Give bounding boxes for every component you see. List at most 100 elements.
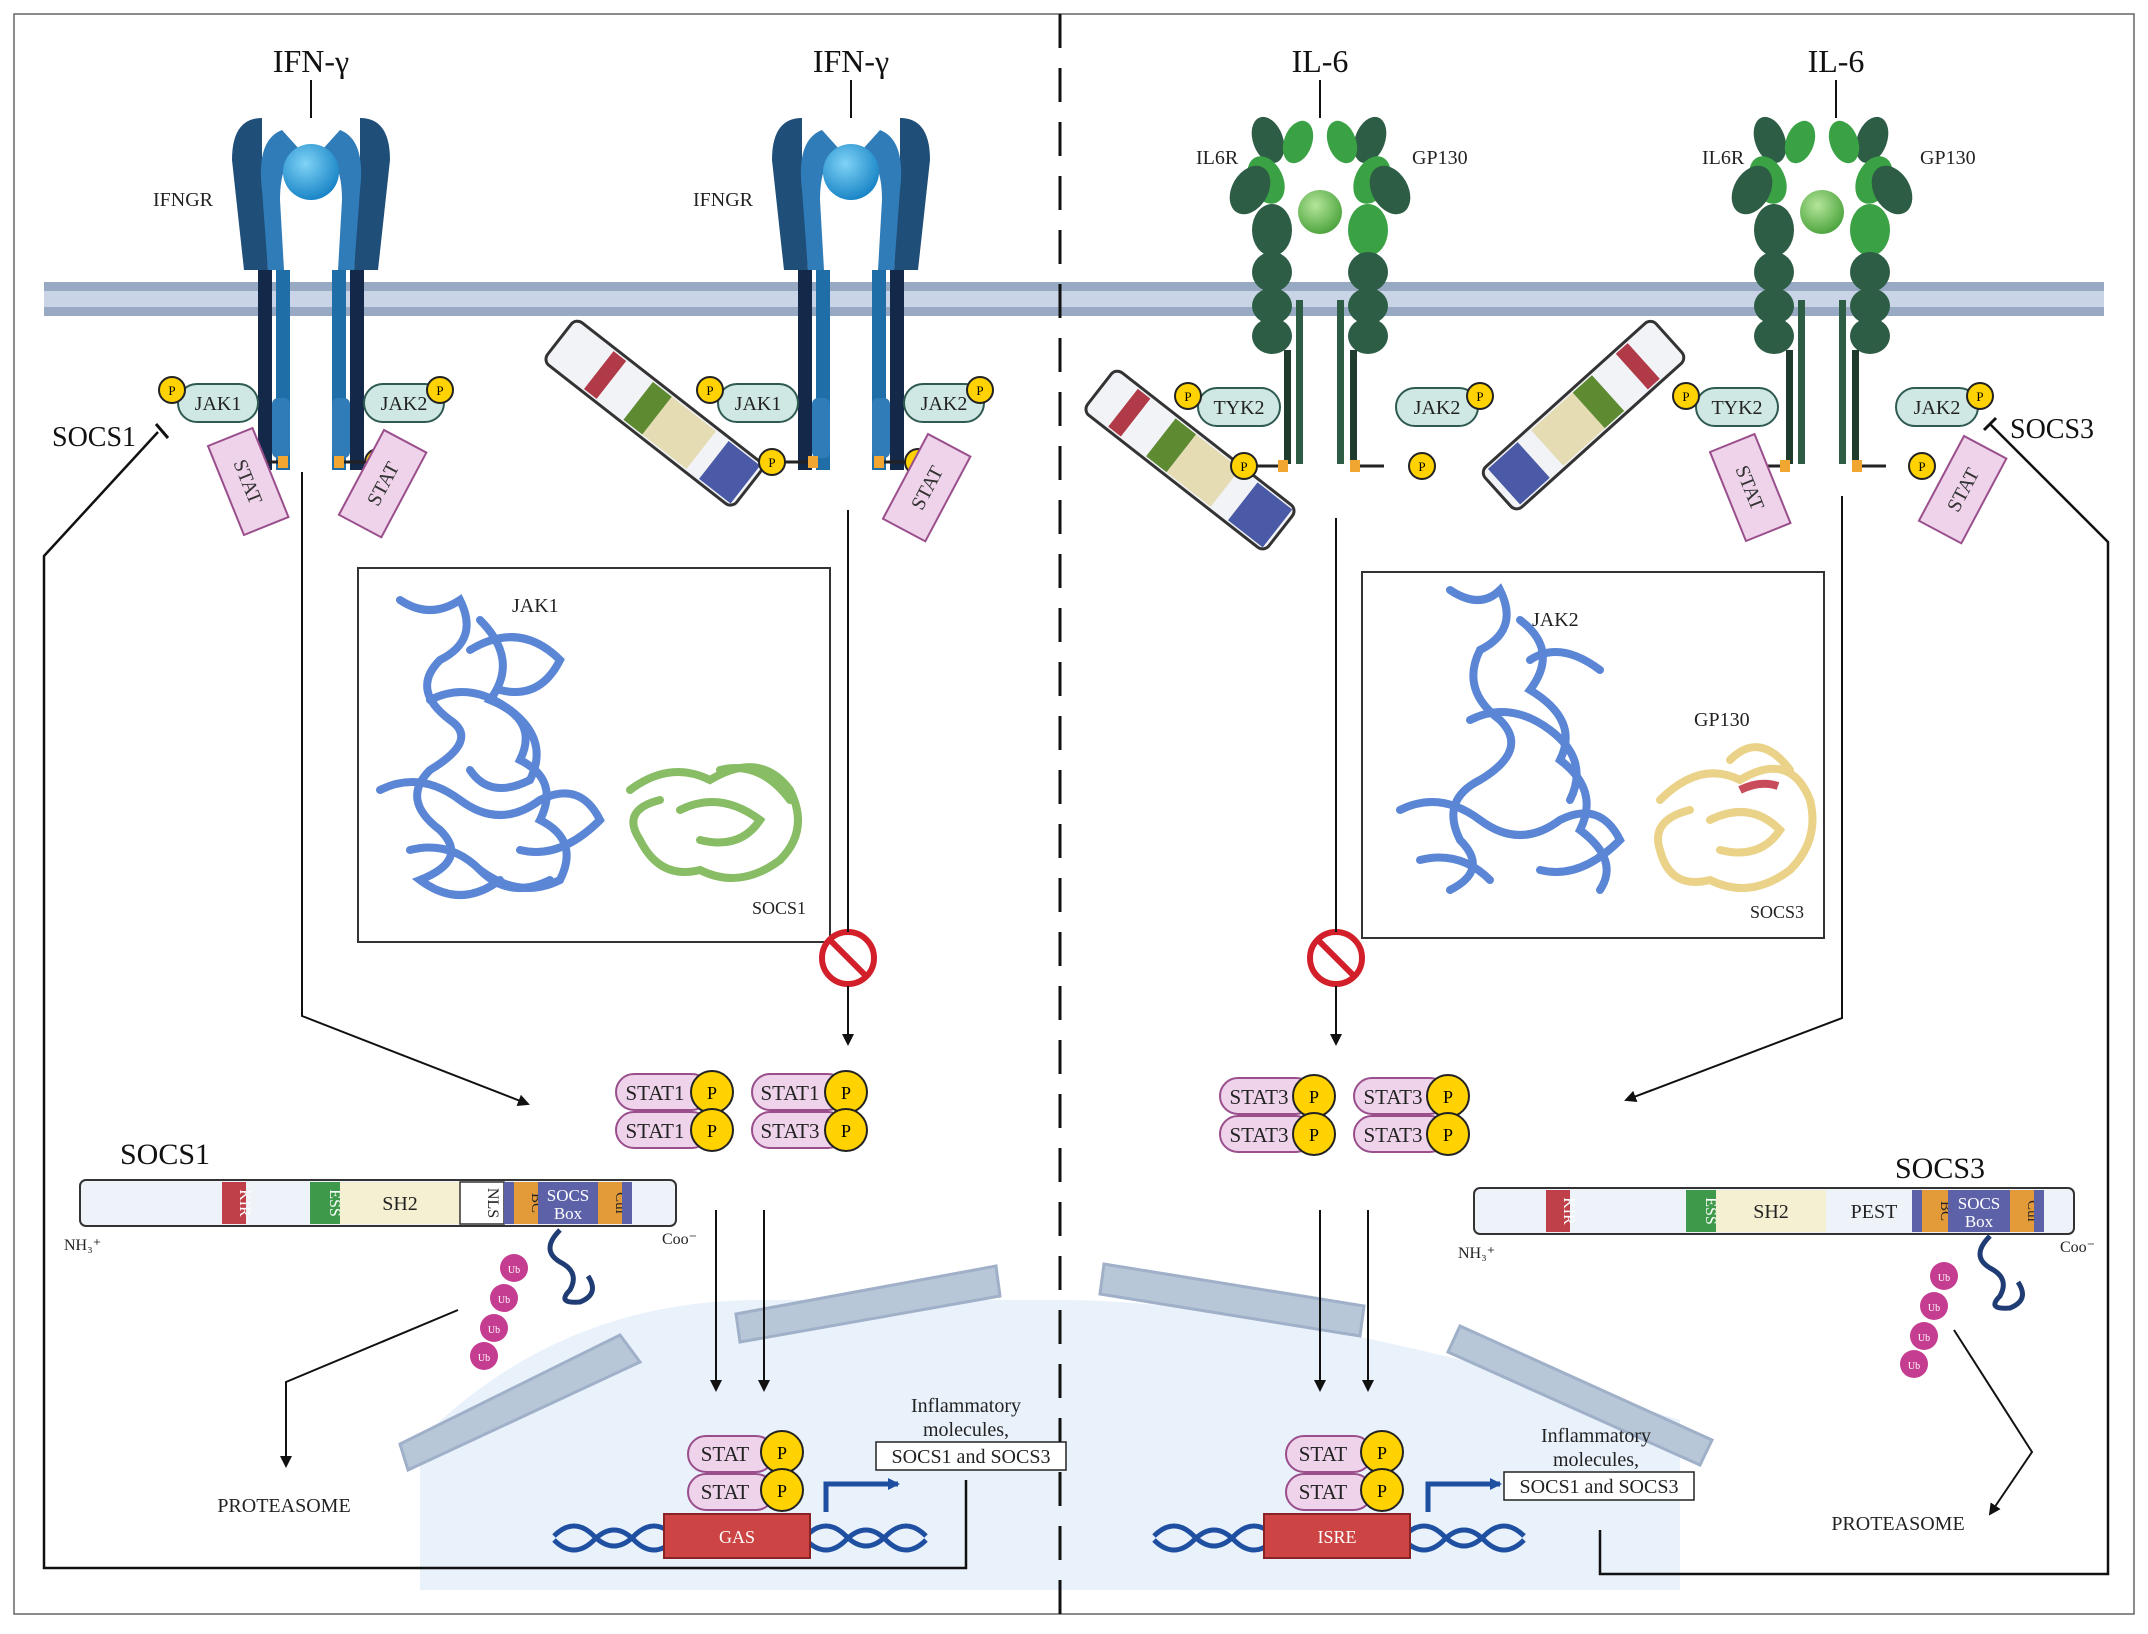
svg-text:P: P xyxy=(1682,389,1689,404)
svg-text:Ub: Ub xyxy=(488,1325,500,1336)
stat-tag: STAT xyxy=(881,432,972,543)
svg-text:STAT3: STAT3 xyxy=(1364,1123,1423,1147)
ifn-gamma-ligand xyxy=(283,144,339,200)
receptor-label: IFNGR xyxy=(693,189,754,211)
kinase-left-b: JAK2 P xyxy=(363,376,454,423)
signal-arrows xyxy=(301,472,1843,1392)
svg-text:SH2: SH2 xyxy=(1753,1201,1789,1223)
svg-text:Ub: Ub xyxy=(508,1265,520,1276)
svg-text:P: P xyxy=(1377,1481,1387,1501)
svg-text:molecules,: molecules, xyxy=(1553,1449,1639,1471)
svg-text:Ub: Ub xyxy=(1918,1333,1930,1344)
svg-text:KIR: KIR xyxy=(236,1189,253,1217)
figure-frame xyxy=(13,13,2135,1615)
stat-tag: STAT xyxy=(206,426,290,537)
receptor-label: IL6R xyxy=(1196,147,1239,169)
svg-text:KIR: KIR xyxy=(1560,1197,1577,1225)
receptor-label: IFNGR xyxy=(153,189,214,211)
no-symbol-left xyxy=(819,929,877,987)
svg-text:P: P xyxy=(707,1083,717,1103)
ligand-label: IL-6 xyxy=(1292,43,1349,79)
dna-strand xyxy=(804,1523,928,1553)
svg-text:STAT1: STAT1 xyxy=(626,1119,685,1143)
receptor-label: GP130 xyxy=(1920,147,1976,169)
svg-text:SOCS: SOCS xyxy=(1958,1194,2001,1213)
svg-text:P: P xyxy=(1184,389,1191,404)
domain-map-title: SOCS1 xyxy=(120,1138,210,1171)
svg-text:NLS: NLS xyxy=(484,1188,501,1218)
phospho-site xyxy=(158,376,186,404)
svg-text:P: P xyxy=(1976,389,1983,404)
svg-text:Box: Box xyxy=(1965,1212,1994,1231)
svg-text:P: P xyxy=(768,455,775,470)
socs3-bound-bar-left xyxy=(1084,369,1296,551)
nuclear-complex-left: STAT P STAT P GAS Inflammatory molecules… xyxy=(552,1395,1067,1559)
receptor-phospho-sites: P P P P P P P P xyxy=(220,448,1936,480)
svg-text:Inflammatory: Inflammatory xyxy=(1541,1425,1651,1447)
stat-tag: STAT xyxy=(1708,432,1792,543)
phospho-site xyxy=(966,376,994,404)
svg-text:STAT: STAT xyxy=(701,1442,750,1466)
domain-map-title: SOCS3 xyxy=(1895,1152,1985,1185)
svg-text:P: P xyxy=(706,383,713,398)
svg-text:Box: Box xyxy=(554,1204,583,1223)
ifn-gamma-ligand xyxy=(823,144,879,200)
socs1-bound-bar xyxy=(544,319,764,507)
svg-text:ISRE: ISRE xyxy=(1317,1527,1356,1547)
il6-receptor-complex-b xyxy=(1731,116,1913,464)
ligand-label: IFN-γ xyxy=(273,43,349,79)
socs1-label: SOCS1 xyxy=(52,422,136,453)
socs1-feedback-line xyxy=(42,431,968,1570)
kinase-right-c: TYK2 P xyxy=(1672,382,1779,427)
svg-text:Ub: Ub xyxy=(478,1353,490,1364)
kinase-left-a: JAK1 P xyxy=(158,376,259,423)
svg-text:Ub: Ub xyxy=(1938,1273,1950,1284)
svg-text:JAK2: JAK2 xyxy=(921,393,968,415)
output-box-text: SOCS1 and SOCS3 xyxy=(1520,1476,1679,1498)
svg-text:SOCS: SOCS xyxy=(547,1186,590,1205)
svg-text:JAK2: JAK2 xyxy=(1414,397,1461,419)
receptor-label: GP130 xyxy=(1412,147,1468,169)
nuclear-envelope-segment xyxy=(1098,1262,1366,1338)
svg-text:P: P xyxy=(976,383,983,398)
kinase-right-d: JAK2 P xyxy=(1895,382,1994,427)
dna-strand xyxy=(552,1523,676,1553)
ligand-label: IL-6 xyxy=(1808,43,1865,79)
svg-text:STAT3: STAT3 xyxy=(1230,1085,1289,1109)
il6-ligand xyxy=(1298,190,1342,234)
socs1-domain-map: SOCS1 KIR ESS SH2 NLS BC SOCS Box Cul NH… xyxy=(64,1138,697,1517)
svg-text:P: P xyxy=(1240,459,1247,474)
svg-text:P: P xyxy=(1443,1087,1453,1107)
phospho-site xyxy=(1966,382,1994,410)
jak2-socs3-structure-panel: JAK2 GP130 SOCS3 xyxy=(1361,571,1825,939)
stat-dimer-left-1: STAT1 P STAT1 P xyxy=(615,1070,734,1152)
svg-text:P: P xyxy=(777,1443,787,1463)
svg-text:P: P xyxy=(436,383,443,398)
svg-text:Ub: Ub xyxy=(1928,1303,1940,1314)
il6-ligand xyxy=(1800,190,1844,234)
jak1-socs1-structure-panel: JAK1 SOCS1 xyxy=(357,567,831,943)
phospho-site xyxy=(1174,382,1202,410)
svg-text:ESS: ESS xyxy=(326,1189,343,1217)
svg-text:P: P xyxy=(1309,1125,1319,1145)
nuclear-complex-right: STAT P STAT P ISRE Inflammatory molecule… xyxy=(1152,1425,1695,1559)
stat-dimer-left-2: STAT1 P STAT3 P xyxy=(751,1070,868,1152)
stat-dimer-right-2: STAT3 P STAT3 P xyxy=(1353,1074,1470,1156)
transcription-arrow xyxy=(1425,1478,1502,1512)
socs3-feedback-line xyxy=(1598,423,2110,1576)
receptor-label: IL6R xyxy=(1702,147,1745,169)
structure-inhibitor-label: SOCS3 xyxy=(1750,902,1804,922)
svg-text:STAT: STAT xyxy=(1299,1480,1348,1504)
promoter-box xyxy=(663,1513,811,1559)
svg-text:JAK2: JAK2 xyxy=(381,393,428,415)
svg-text:TYK2: TYK2 xyxy=(1711,397,1762,419)
svg-text:Ub: Ub xyxy=(1908,1361,1920,1372)
structure-kinase-label: JAK1 xyxy=(512,595,559,617)
nuclear-envelope-segment xyxy=(398,1333,643,1473)
structure-receptor-label: GP130 xyxy=(1694,709,1750,731)
promoter-box xyxy=(1263,1513,1411,1559)
phospho-site xyxy=(1466,382,1494,410)
ubiquitin-chain: Ub Ub Ub Ub xyxy=(470,1254,528,1370)
svg-text:Ub: Ub xyxy=(498,1295,510,1306)
